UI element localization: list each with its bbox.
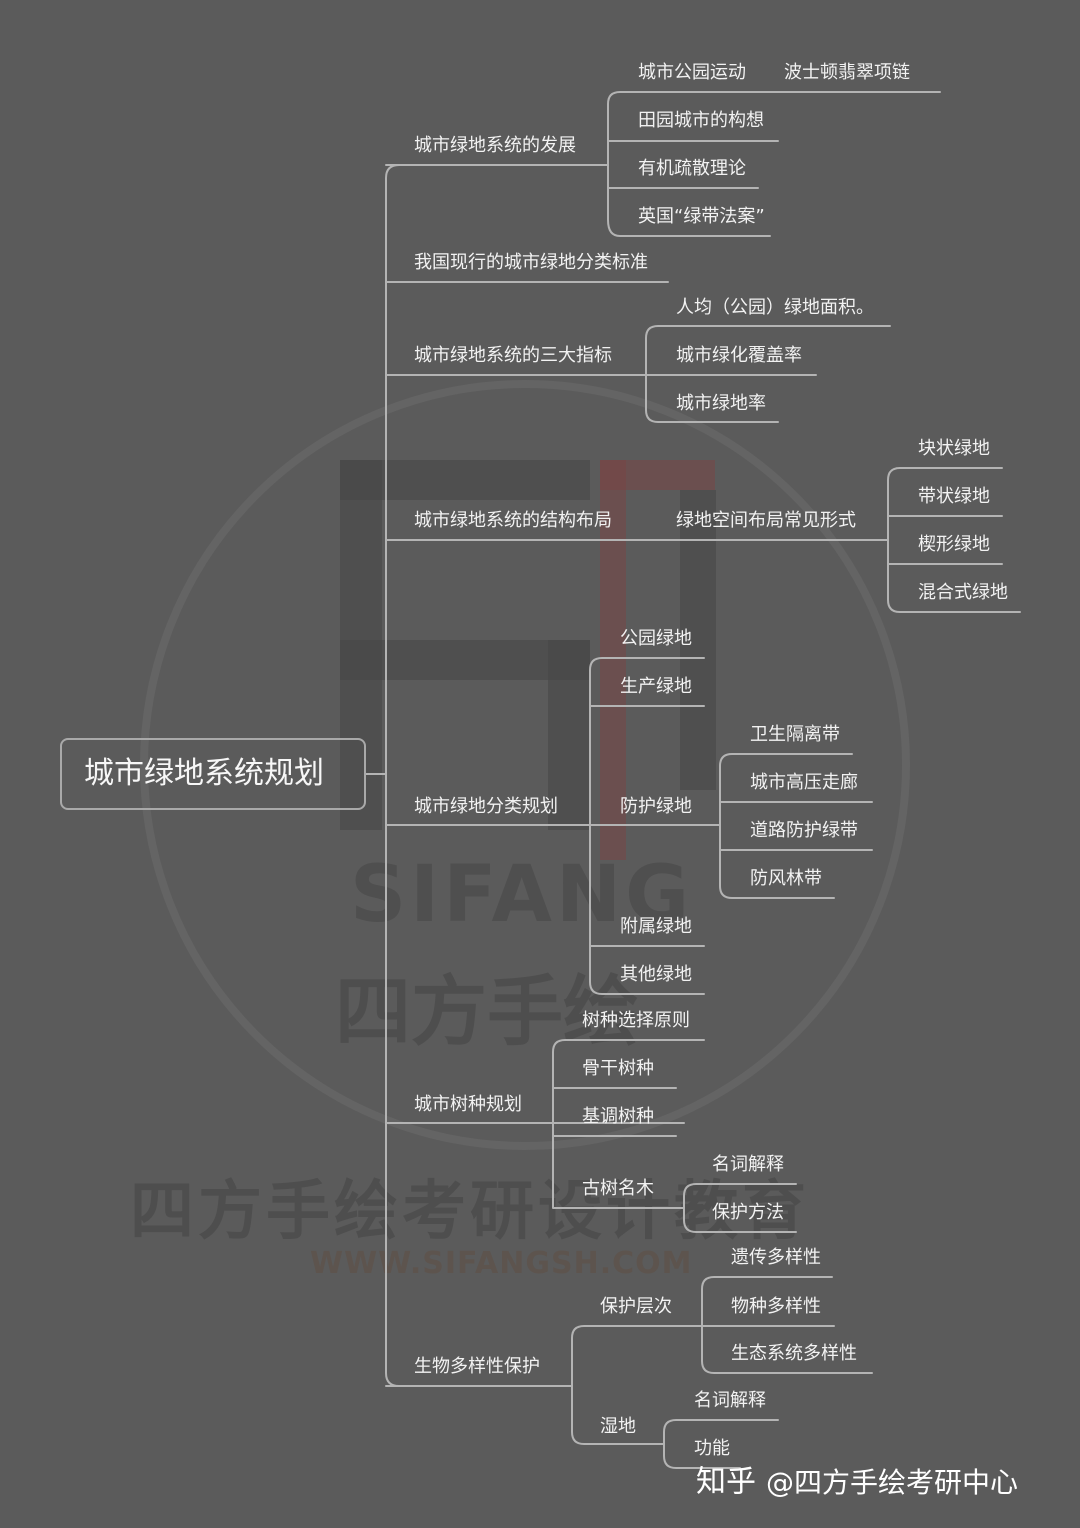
connector (589, 657, 705, 995)
node-road-protective-belt[interactable]: 道路防护绿带 (750, 820, 858, 841)
node-wedge-green[interactable]: 楔形绿地 (918, 534, 990, 555)
node-wetland-definition[interactable]: 名词解释 (694, 1390, 766, 1411)
node-per-capita-green[interactable]: 人均（公园）绿地面积。 (676, 297, 874, 318)
connector (701, 1276, 873, 1374)
node-belt-green[interactable]: 带状绿地 (918, 486, 990, 507)
node-green-ratio[interactable]: 城市绿地率 (676, 393, 766, 414)
node-classification-standard[interactable]: 我国现行的城市绿地分类标准 (414, 252, 648, 273)
node-garden-city[interactable]: 田园城市的构想 (638, 110, 764, 131)
node-tree-planning[interactable]: 城市树种规划 (414, 1094, 522, 1115)
node-protective-green[interactable]: 防护绿地 (620, 796, 692, 817)
connector (887, 467, 1021, 613)
node-protection-levels[interactable]: 保护层次 (600, 1296, 672, 1317)
connector (683, 1183, 797, 1233)
node-ancient-trees[interactable]: 古树名木 (582, 1178, 654, 1199)
node-ecosystem-diversity[interactable]: 生态系统多样性 (731, 1343, 857, 1364)
connector (663, 1419, 779, 1469)
node-biodiversity[interactable]: 生物多样性保护 (414, 1356, 540, 1377)
node-genetic-diversity[interactable]: 遗传多样性 (731, 1247, 821, 1268)
node-spatial-layout-forms[interactable]: 绿地空间布局常见形式 (676, 510, 856, 531)
node-species-diversity[interactable]: 物种多样性 (731, 1296, 821, 1317)
node-attached-green[interactable]: 附属绿地 (620, 916, 692, 937)
node-backbone-trees[interactable]: 骨干树种 (582, 1058, 654, 1079)
node-sanitary-belt[interactable]: 卫生隔离带 (750, 724, 840, 745)
node-classification-planning[interactable]: 城市绿地分类规划 (414, 796, 558, 817)
connector (719, 753, 873, 899)
node-wetland[interactable]: 湿地 (600, 1416, 636, 1437)
trunk-line (385, 164, 400, 1387)
node-greenbelt-act[interactable]: 英国“绿带法案” (638, 206, 765, 227)
node-organic-dispersal[interactable]: 有机疏散理论 (638, 158, 746, 179)
node-ancient-definition[interactable]: 名词解释 (712, 1154, 784, 1175)
node-park-movement[interactable]: 城市公园运动 (638, 62, 746, 83)
node-block-green[interactable]: 块状绿地 (918, 438, 990, 459)
node-windbreak-belt[interactable]: 防风林带 (750, 868, 822, 889)
footer-attribution: 知乎 @四方手绘考研中心 (696, 1462, 1018, 1503)
node-production-green[interactable]: 生产绿地 (620, 676, 692, 697)
node-high-voltage-corridor[interactable]: 城市高压走廊 (750, 772, 858, 793)
node-mixed-green[interactable]: 混合式绿地 (918, 582, 1008, 603)
connector (571, 1325, 703, 1445)
node-base-trees[interactable]: 基调树种 (582, 1106, 654, 1127)
node-structure-layout[interactable]: 城市绿地系统的结构布局 (414, 510, 612, 531)
node-ancient-protection[interactable]: 保护方法 (712, 1202, 784, 1223)
footer-author-handle: @四方手绘考研中心 (766, 1465, 1019, 1499)
connector (607, 91, 941, 237)
root-node[interactable] (60, 738, 366, 810)
node-emerald-necklace[interactable]: 波士顿翡翠项链 (784, 62, 910, 83)
node-wetland-function[interactable]: 功能 (694, 1438, 730, 1459)
node-three-indicators[interactable]: 城市绿地系统的三大指标 (414, 345, 612, 366)
node-green-coverage[interactable]: 城市绿化覆盖率 (676, 345, 802, 366)
node-tree-selection-principle[interactable]: 树种选择原则 (582, 1010, 690, 1031)
node-park-green[interactable]: 公园绿地 (620, 628, 692, 649)
connector (645, 325, 891, 423)
root-node-label: 城市绿地系统规划 (84, 756, 324, 791)
connector (552, 1039, 705, 1209)
footer-site-name: 知乎 (696, 1464, 756, 1500)
node-other-green[interactable]: 其他绿地 (620, 964, 692, 985)
node-development[interactable]: 城市绿地系统的发展 (414, 135, 576, 156)
